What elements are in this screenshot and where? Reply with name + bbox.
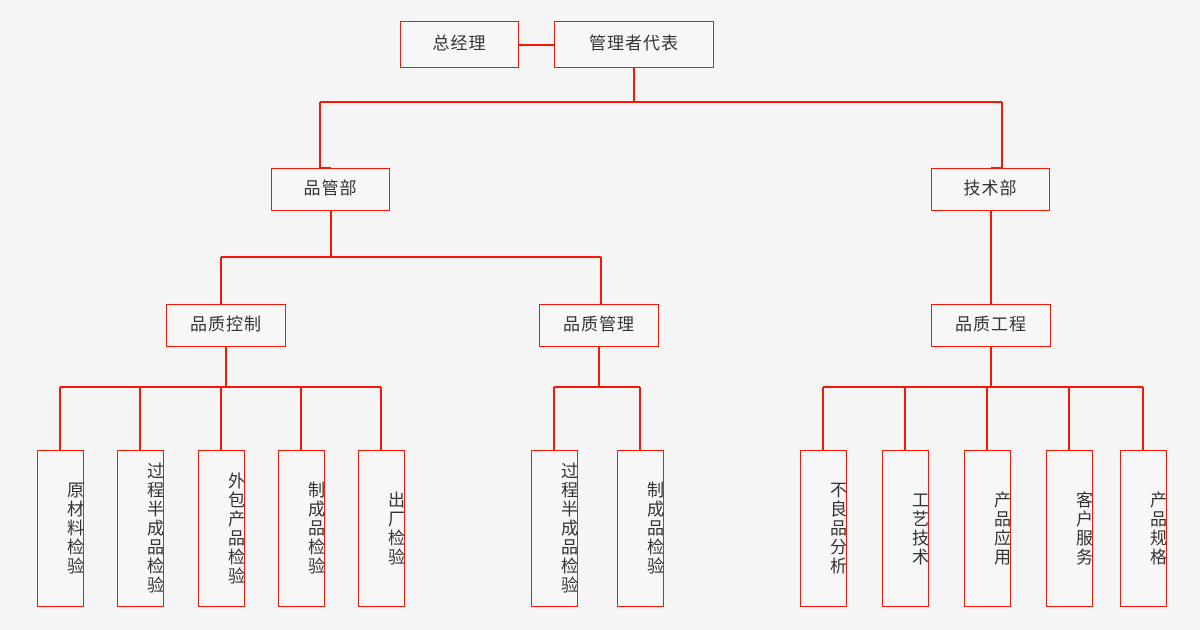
node-qm-finished-goods-inspection[interactable]: 制成品检验 xyxy=(617,450,664,607)
node-outsourced-product-inspection-label: 外包产品检验 xyxy=(224,471,244,586)
node-customer-service[interactable]: 客户服务 xyxy=(1046,450,1093,607)
node-quality-management-label: 品质管理 xyxy=(563,315,635,336)
node-quality-department[interactable]: 品管部 xyxy=(271,168,390,211)
node-quality-department-label: 品管部 xyxy=(303,179,358,200)
node-outsourced-product-inspection[interactable]: 外包产品检验 xyxy=(198,450,245,607)
node-technical-department[interactable]: 技术部 xyxy=(931,168,1050,211)
node-finished-goods-inspection-label: 制成品检验 xyxy=(304,481,324,576)
node-quality-control[interactable]: 品质控制 xyxy=(166,304,286,347)
node-qm-finished-goods-inspection-label: 制成品检验 xyxy=(643,481,663,576)
node-management-representative[interactable]: 管理者代表 xyxy=(554,21,714,68)
node-product-application-label: 产品应用 xyxy=(990,490,1010,567)
node-defect-analysis[interactable]: 不良品分析 xyxy=(800,450,847,607)
node-in-process-inspection[interactable]: 过程半成品检验 xyxy=(117,450,164,607)
node-management-representative-label: 管理者代表 xyxy=(589,34,679,55)
node-process-technology[interactable]: 工艺技术 xyxy=(882,450,929,607)
node-quality-engineering[interactable]: 品质工程 xyxy=(931,304,1051,347)
node-qm-in-process-inspection[interactable]: 过程半成品检验 xyxy=(531,450,578,607)
node-quality-management[interactable]: 品质管理 xyxy=(539,304,659,347)
node-product-specification-label: 产品规格 xyxy=(1146,490,1166,567)
node-technical-department-label: 技术部 xyxy=(963,179,1018,200)
node-in-process-inspection-label: 过程半成品检验 xyxy=(143,462,163,595)
node-product-application[interactable]: 产品应用 xyxy=(964,450,1011,607)
node-outgoing-inspection[interactable]: 出厂检验 xyxy=(358,450,405,607)
node-finished-goods-inspection[interactable]: 制成品检验 xyxy=(278,450,325,607)
node-general-manager[interactable]: 总经理 xyxy=(400,21,519,68)
node-qm-in-process-inspection-label: 过程半成品检验 xyxy=(557,462,577,595)
node-general-manager-label: 总经理 xyxy=(432,34,487,55)
node-defect-analysis-label: 不良品分析 xyxy=(826,481,846,576)
node-raw-material-inspection[interactable]: 原材料检验 xyxy=(37,450,84,607)
node-product-specification[interactable]: 产品规格 xyxy=(1120,450,1167,607)
node-outgoing-inspection-label: 出厂检验 xyxy=(384,490,404,567)
node-quality-engineering-label: 品质工程 xyxy=(955,315,1027,336)
node-raw-material-inspection-label: 原材料检验 xyxy=(63,481,83,576)
node-quality-control-label: 品质控制 xyxy=(190,315,262,336)
node-process-technology-label: 工艺技术 xyxy=(908,490,928,567)
node-customer-service-label: 客户服务 xyxy=(1072,490,1092,567)
